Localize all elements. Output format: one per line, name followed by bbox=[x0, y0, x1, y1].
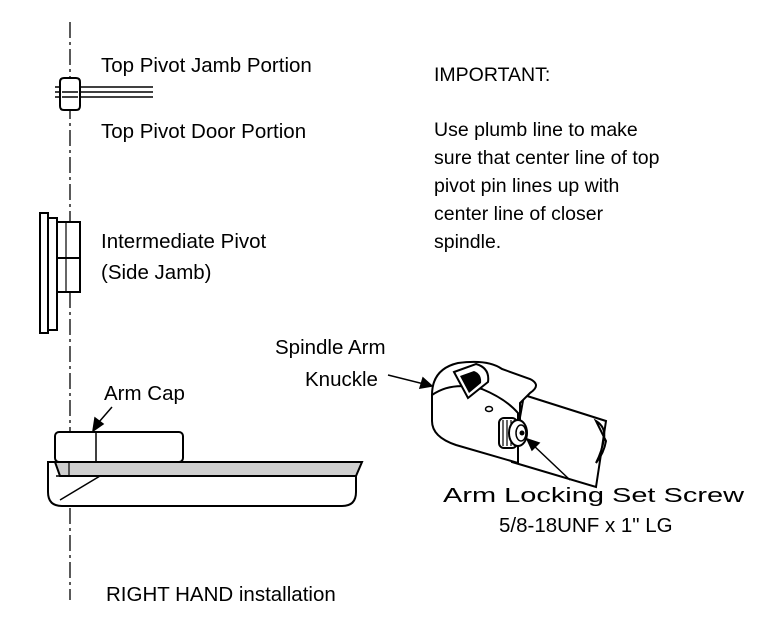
closer-assembly-illustration bbox=[47, 431, 364, 507]
spindle-arm-label: Spindle Arm bbox=[275, 336, 386, 359]
knuckle-label: Knuckle bbox=[305, 368, 378, 391]
top-pivot-illustration bbox=[55, 77, 153, 111]
intermediate-pivot-label: Intermediate Pivot bbox=[101, 230, 267, 253]
important-heading: IMPORTANT: bbox=[434, 64, 550, 86]
arm-cap-label: Arm Cap bbox=[104, 382, 185, 405]
top-pivot-jamb-label: Top Pivot Jamb Portion bbox=[101, 54, 312, 77]
important-line-5: spindle. bbox=[434, 231, 501, 253]
set-screw-label: Arm Locking Set Screw bbox=[443, 484, 744, 507]
important-line-1: Use plumb line to make bbox=[434, 119, 638, 141]
important-line-2: sure that center line of top bbox=[434, 147, 660, 169]
intermediate-pivot-sub-label: (Side Jamb) bbox=[101, 261, 212, 284]
set-screw-illustration bbox=[498, 417, 528, 449]
top-pivot-door-label: Top Pivot Door Portion bbox=[101, 120, 306, 143]
spindle-arm-knuckle-illustration bbox=[431, 360, 608, 489]
important-line-4: center line of closer bbox=[434, 203, 604, 225]
leader-lines bbox=[91, 374, 571, 481]
intermediate-pivot-illustration bbox=[39, 212, 81, 334]
arm-strip bbox=[53, 461, 364, 477]
important-line-3: pivot pin lines up with bbox=[434, 175, 619, 197]
installation-caption: RIGHT HAND installation bbox=[106, 583, 336, 606]
set-screw-size-label: 5/8-18UNF x 1" LG bbox=[499, 514, 673, 537]
